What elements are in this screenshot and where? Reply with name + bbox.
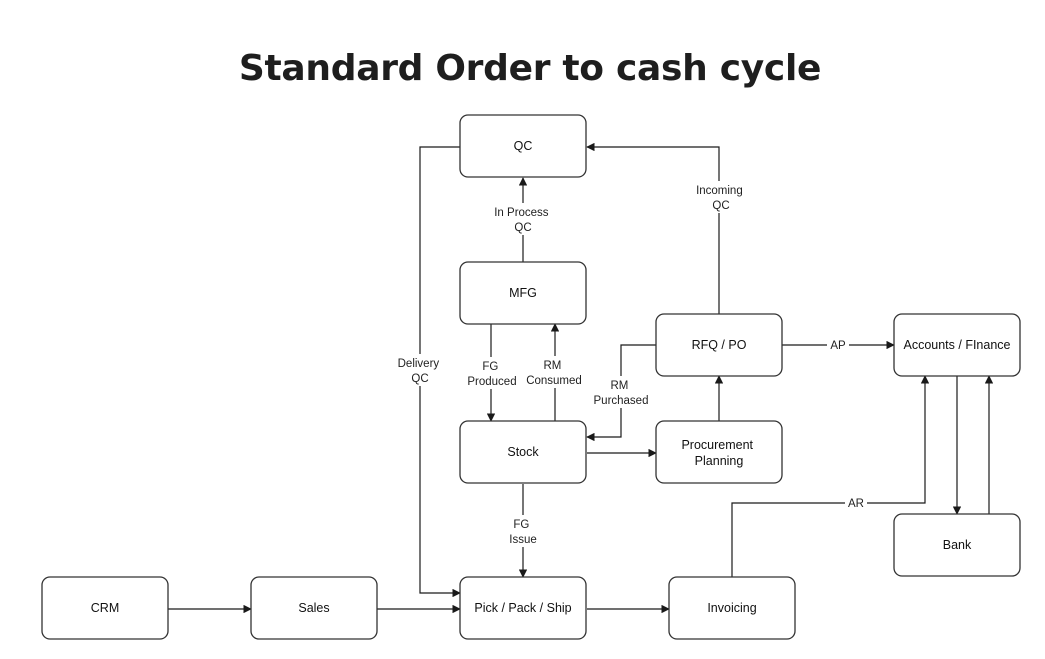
node-invoicing-label: Invoicing <box>707 601 756 615</box>
label-fg-issue: FG Issue <box>509 519 537 546</box>
node-bank: Bank <box>893 513 1021 577</box>
node-qc-label: QC <box>514 139 533 153</box>
node-accounts-finance: Accounts / FInance <box>893 313 1021 377</box>
edge-rfq-to-qc <box>586 142 720 314</box>
node-procurement-planning-label: Procurement Planning <box>681 438 756 468</box>
node-accounts-finance-label: Accounts / FInance <box>903 338 1010 352</box>
label-rm-purchased: RM Purchased <box>594 380 649 407</box>
node-stock: Stock <box>459 420 587 484</box>
node-qc: QC <box>459 114 587 178</box>
node-mfg-label: MFG <box>509 286 537 300</box>
label-in-process-qc: In Process QC <box>494 207 552 234</box>
label-incoming-qc: Incoming QC <box>696 185 746 212</box>
page-title: Standard Order to cash cycle <box>238 48 822 89</box>
label-ar: AR <box>848 498 864 510</box>
node-invoicing: Invoicing <box>668 576 796 640</box>
node-crm-label: CRM <box>91 601 119 615</box>
label-fg-produced: FG Produced <box>467 361 516 388</box>
node-stock-label: Stock <box>507 445 539 459</box>
node-rfq-po-label: RFQ / PO <box>692 338 747 352</box>
node-procurement-planning: Procurement Planning <box>655 420 783 484</box>
node-pick-pack-ship: Pick / Pack / Ship <box>459 576 587 640</box>
node-crm: CRM <box>41 576 169 640</box>
node-sales: Sales <box>250 576 378 640</box>
node-bank-label: Bank <box>943 538 972 552</box>
node-mfg: MFG <box>459 261 587 325</box>
edge-invoicing-to-accounts <box>731 375 930 577</box>
node-sales-label: Sales <box>298 601 329 615</box>
label-delivery-qc: Delivery QC <box>398 358 443 385</box>
node-pick-pack-ship-label: Pick / Pack / Ship <box>474 601 571 615</box>
label-rm-consumed: RM Consumed <box>526 360 582 387</box>
label-ap: AP <box>830 340 846 352</box>
node-rfq-po: RFQ / PO <box>655 313 783 377</box>
